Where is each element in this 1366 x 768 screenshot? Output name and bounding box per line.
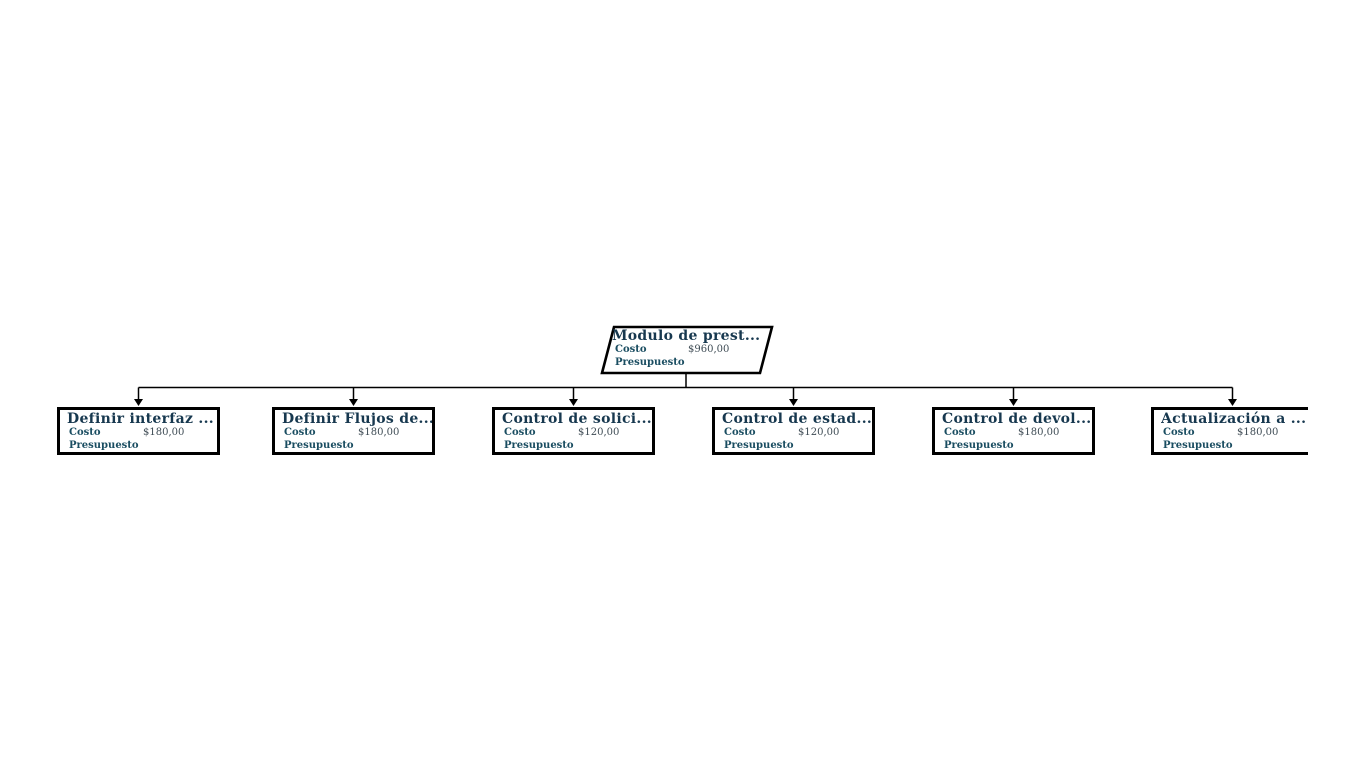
budget-row: Presupuesto: [944, 440, 1092, 453]
task-node[interactable]: Control de devol... Costo $180,00 Presup…: [932, 407, 1095, 455]
root-task-node[interactable]: Modulo de prest... Costo $960,00 Presupu…: [612, 327, 764, 373]
cost-value: $120,00: [578, 427, 620, 438]
budget-row: Presupuesto: [1163, 440, 1308, 453]
task-title: Control de devol...: [942, 411, 1092, 427]
budget-label: Presupuesto: [724, 439, 794, 451]
task-node[interactable]: Definir interfaz ... Costo $180,00 Presu…: [57, 407, 220, 455]
cost-label: Costo: [1163, 427, 1195, 438]
connector-layer: [134, 325, 1237, 406]
task-title: Modulo de prest...: [612, 328, 761, 344]
budget-row: Presupuesto: [69, 440, 217, 453]
cost-label: Costo: [284, 427, 316, 438]
cost-value: $960,00: [688, 344, 730, 355]
task-node[interactable]: Actualización a ... Costo $180,00 Presup…: [1151, 407, 1308, 455]
task-title: Definir Flujos de...: [282, 411, 432, 427]
cost-value: $180,00: [143, 427, 185, 438]
cost-label: Costo: [615, 344, 647, 355]
budget-row: Presupuesto: [284, 440, 432, 453]
task-title: Actualización a ...: [1161, 411, 1307, 427]
cost-row: Costo $180,00: [284, 427, 432, 440]
arrow-down-icon: [349, 399, 358, 406]
wbs-diagram-canvas: Modulo de prest... Costo $960,00 Presupu…: [57, 325, 1308, 455]
parallelogram-shape: [600, 325, 774, 375]
budget-label: Presupuesto: [504, 439, 574, 451]
arrow-down-icon: [1009, 399, 1018, 406]
cost-value: $180,00: [358, 427, 400, 438]
budget-label: Presupuesto: [69, 439, 139, 451]
cost-label: Costo: [724, 427, 756, 438]
arrow-down-icon: [789, 399, 798, 406]
budget-label: Presupuesto: [944, 439, 1014, 451]
budget-row: Presupuesto: [504, 440, 652, 453]
budget-row: Presupuesto: [615, 357, 764, 370]
budget-label: Presupuesto: [1163, 439, 1233, 451]
cost-row: Costo $120,00: [724, 427, 872, 440]
cost-row: Costo $180,00: [944, 427, 1092, 440]
cost-row: Costo $180,00: [69, 427, 217, 440]
task-title: Control de solici...: [502, 411, 652, 427]
task-title: Definir interfaz ...: [67, 411, 214, 427]
budget-row: Presupuesto: [724, 440, 872, 453]
budget-label: Presupuesto: [615, 356, 685, 368]
task-node[interactable]: Control de estad... Costo $120,00 Presup…: [712, 407, 875, 455]
cost-row: Costo $960,00: [615, 344, 764, 357]
task-title: Control de estad...: [722, 411, 872, 427]
task-node[interactable]: Control de solici... Costo $120,00 Presu…: [492, 407, 655, 455]
cost-label: Costo: [944, 427, 976, 438]
cost-row: Costo $180,00: [1163, 427, 1308, 440]
cost-value: $180,00: [1018, 427, 1060, 438]
cost-label: Costo: [504, 427, 536, 438]
budget-label: Presupuesto: [284, 439, 354, 451]
arrow-down-icon: [134, 399, 143, 406]
cost-row: Costo $120,00: [504, 427, 652, 440]
cost-label: Costo: [69, 427, 101, 438]
task-node[interactable]: Definir Flujos de... Costo $180,00 Presu…: [272, 407, 435, 455]
arrow-down-icon: [1228, 399, 1237, 406]
cost-value: $120,00: [798, 427, 840, 438]
arrow-down-icon: [569, 399, 578, 406]
cost-value: $180,00: [1237, 427, 1279, 438]
